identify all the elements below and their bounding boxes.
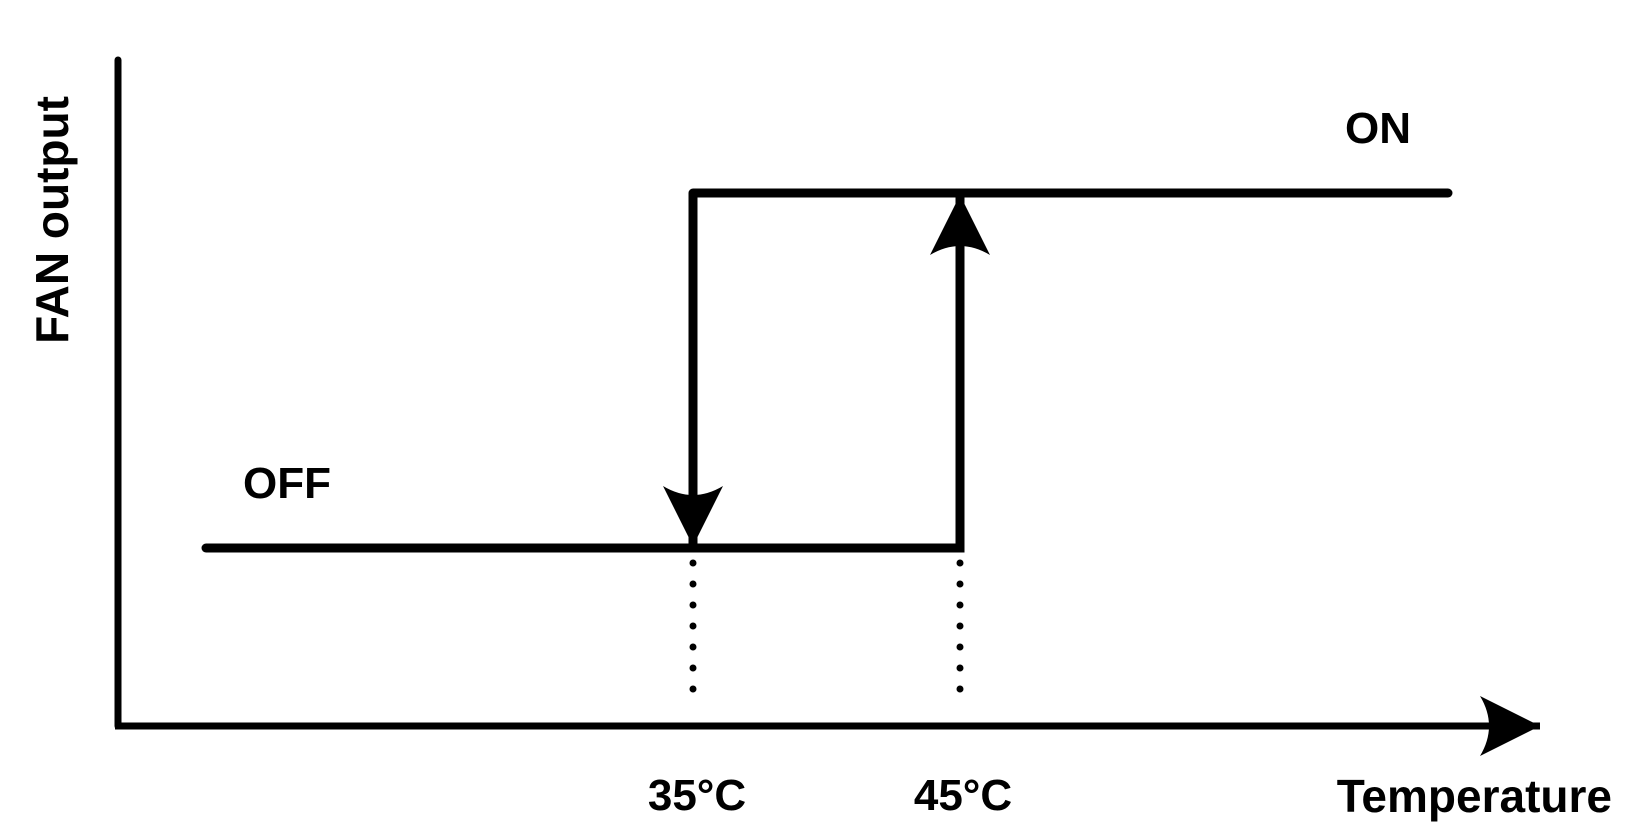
y-axis-label: FAN output <box>26 96 78 344</box>
x-axis-label: Temperature <box>1337 770 1612 822</box>
threshold-high-label: 45°C <box>914 771 1012 820</box>
threshold-low-label: 35°C <box>648 771 746 820</box>
state-on-label: ON <box>1345 104 1411 153</box>
state-off-label: OFF <box>243 459 331 508</box>
